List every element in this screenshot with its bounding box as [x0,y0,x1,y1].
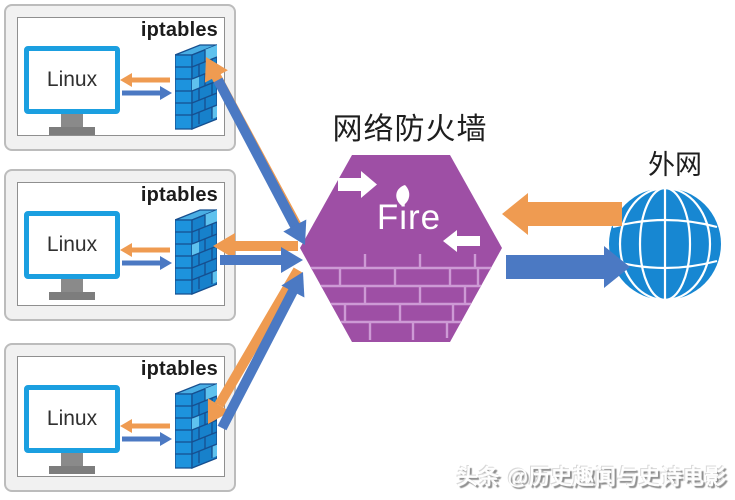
iptables-label-1: iptables [140,19,218,41]
iptables-brick-wall-icon-1 [175,44,217,130]
wan-label: 外网 [648,150,702,180]
monitor-base-1 [49,127,95,135]
hexagon-brick-pattern [311,254,491,340]
monitor-screen-2: Linux [24,211,120,279]
white-left-arrow-icon [443,230,480,252]
watermark-text: 头条 @历史趣闻与史诗电影 [456,466,727,489]
linux-monitor-icon-2: Linux [24,211,120,300]
linux-label-2: Linux [46,233,98,256]
iptables-brick-wall-icon-3 [175,383,217,469]
iptables-brick-wall-icon-2 [175,209,217,295]
arrow-internet-to-firewall [502,193,622,235]
iptables-label-3: iptables [140,358,218,380]
linux-label-1: Linux [46,68,98,91]
host-inner-box-2: iptables Linux [17,182,225,306]
monitor-stand-3 [61,453,83,466]
host-box-3: iptables Linux [4,343,236,492]
iptables-label-2: iptables [140,184,218,206]
monitor-base-3 [49,466,95,474]
white-right-arrow-icon [338,171,377,198]
host-box-1: iptables Linux [4,4,236,151]
host-box-2: iptables Linux [4,169,236,321]
monitor-stand-1 [61,114,83,127]
monitor-screen-1: Linux [24,46,120,114]
monitor-screen-3: Linux [24,385,120,453]
firewall-hexagon-icon: Fire [300,155,502,342]
linux-label-3: Linux [46,407,98,430]
linux-monitor-icon-3: Linux [24,385,120,474]
fire-label: Fire [377,198,441,237]
monitor-stand-2 [61,279,83,292]
leaf-icon [396,185,410,206]
monitor-base-2 [49,292,95,300]
host-inner-box-3: iptables Linux [17,356,225,477]
firewall-title: 网络防火墙 [332,113,488,146]
host-inner-box-1: iptables Linux [17,17,225,136]
internet-globe-icon [609,186,721,302]
hexagon-shape [300,155,502,342]
linux-monitor-icon-1: Linux [24,46,120,135]
